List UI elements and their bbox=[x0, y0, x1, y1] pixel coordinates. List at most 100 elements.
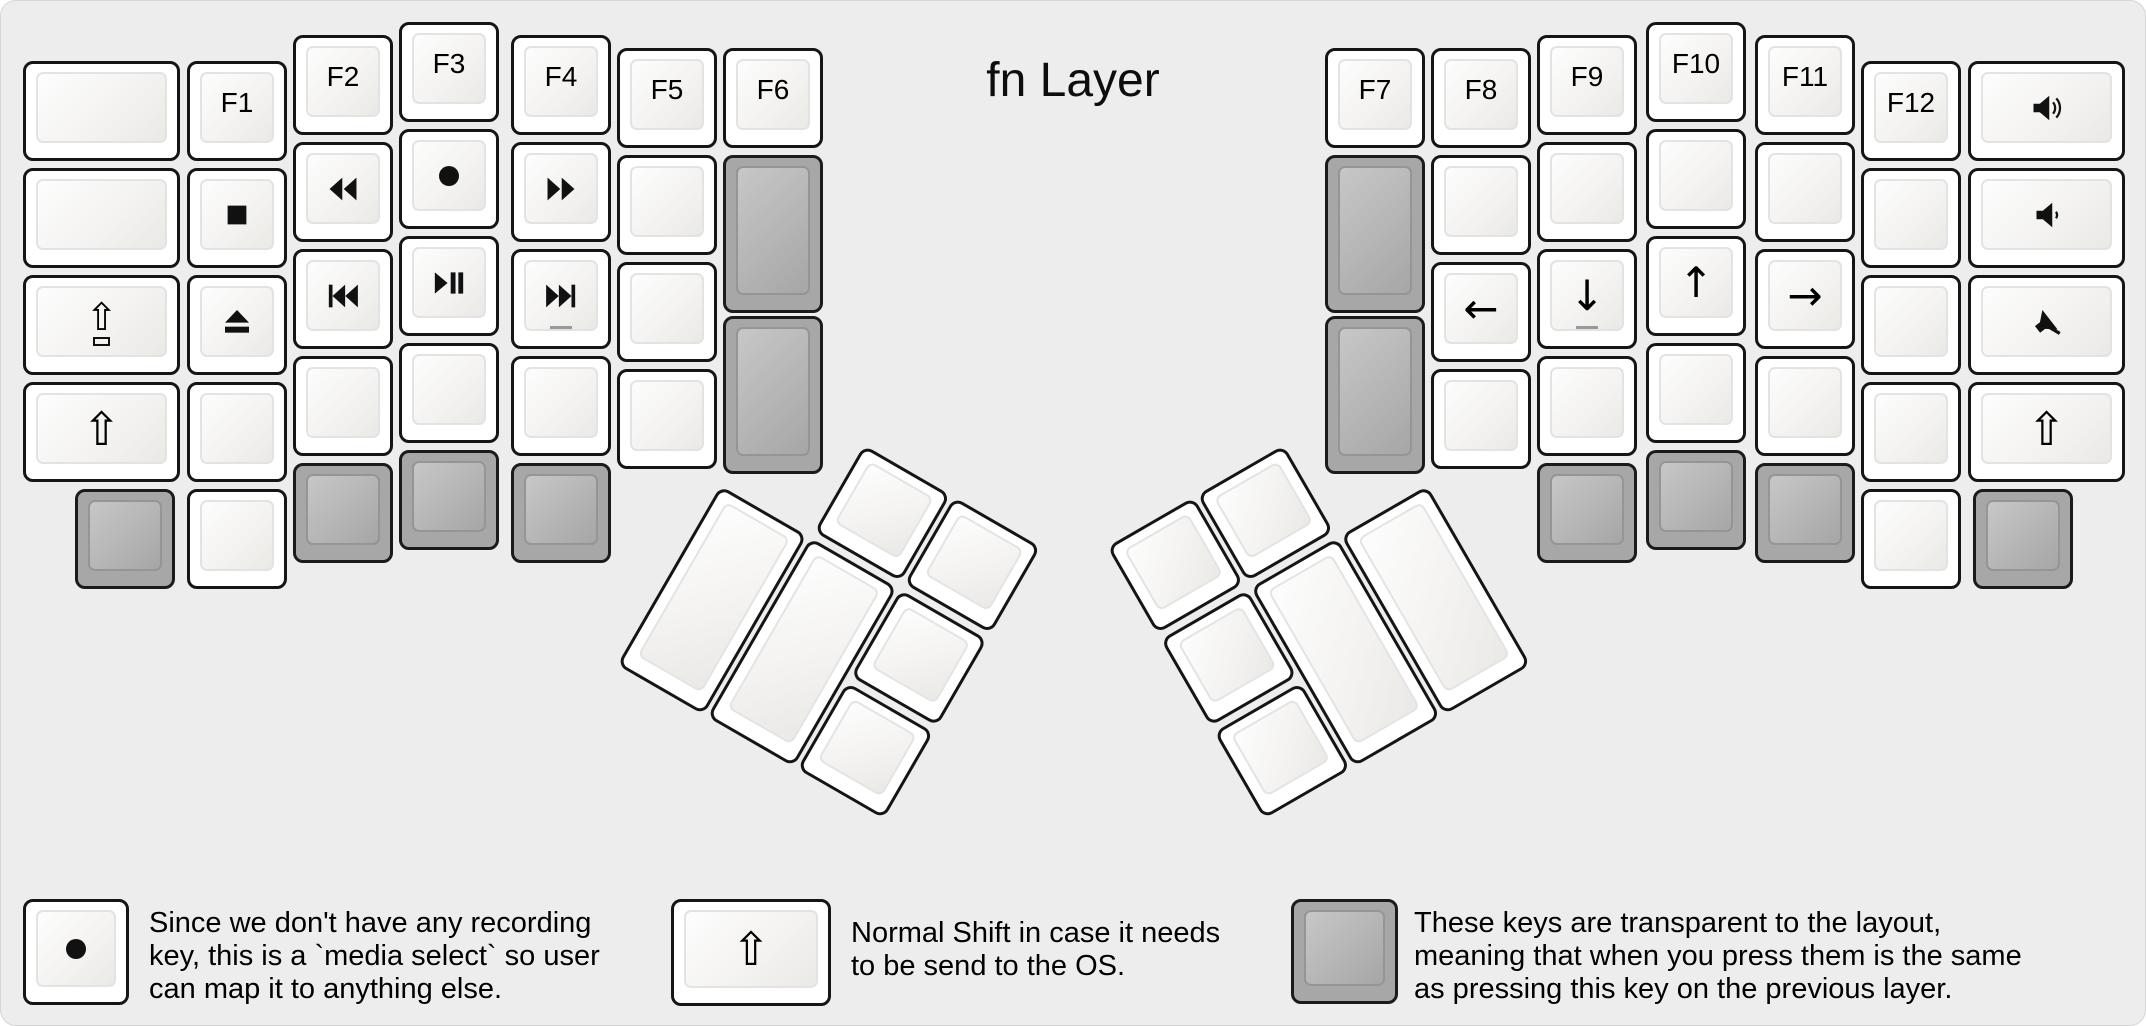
key-transparent[interactable] bbox=[1755, 463, 1855, 563]
key-volume-up[interactable] bbox=[1968, 61, 2125, 161]
key-transparent[interactable] bbox=[1973, 489, 2073, 589]
volup-icon bbox=[2029, 90, 2065, 126]
arrow-down-icon: ↓ bbox=[1569, 270, 1605, 320]
keycap bbox=[1874, 393, 1948, 464]
legend-record-key bbox=[23, 899, 129, 1005]
key-arrow-down[interactable]: ↓ bbox=[1537, 249, 1637, 349]
key-f7[interactable]: F7 bbox=[1325, 48, 1425, 148]
legend-line: key, this is a `media select` so user bbox=[149, 940, 600, 972]
shift-icon: ⇧ bbox=[2027, 401, 2066, 456]
key-blank[interactable] bbox=[187, 489, 287, 589]
key-blank[interactable] bbox=[1861, 382, 1961, 482]
key-transparent[interactable] bbox=[723, 155, 823, 313]
key-blank[interactable] bbox=[187, 382, 287, 482]
keycap bbox=[1874, 286, 1948, 357]
key-label: F10 bbox=[1671, 47, 1721, 79]
keycap bbox=[306, 474, 380, 545]
key-transparent[interactable] bbox=[399, 450, 499, 550]
keycap bbox=[412, 354, 486, 425]
key-transparent[interactable] bbox=[293, 463, 393, 563]
keycap bbox=[200, 179, 274, 250]
voldown-icon bbox=[2029, 197, 2065, 233]
key-transparent[interactable] bbox=[511, 463, 611, 563]
key-f3[interactable]: F3 bbox=[399, 22, 499, 122]
keycap bbox=[1304, 910, 1385, 986]
key-transparent[interactable] bbox=[75, 489, 175, 589]
key-blank[interactable] bbox=[617, 369, 717, 469]
key-transparent[interactable] bbox=[1646, 450, 1746, 550]
key-blank[interactable] bbox=[23, 168, 180, 268]
key-blank[interactable] bbox=[1646, 129, 1746, 229]
key-transparent[interactable] bbox=[723, 316, 823, 474]
legend-shift-key: ⇧ bbox=[671, 899, 831, 1006]
key-transparent[interactable] bbox=[1325, 316, 1425, 474]
key-blank[interactable] bbox=[1537, 356, 1637, 456]
eject-icon bbox=[221, 306, 253, 338]
key-blank[interactable] bbox=[1755, 356, 1855, 456]
keycap: ↓ bbox=[1550, 260, 1624, 331]
keycap: F3 bbox=[412, 33, 486, 104]
keycap: ⇧ bbox=[36, 286, 167, 357]
key-fast-forward[interactable] bbox=[511, 142, 611, 242]
key-blank[interactable] bbox=[617, 262, 717, 362]
key-f10[interactable]: F10 bbox=[1646, 22, 1746, 122]
key-transparent[interactable] bbox=[1537, 463, 1637, 563]
key-f8[interactable]: F8 bbox=[1431, 48, 1531, 148]
key-blank[interactable] bbox=[1646, 343, 1746, 443]
key-f5[interactable]: F5 bbox=[617, 48, 717, 148]
arrow-left-icon: ← bbox=[1463, 283, 1499, 333]
key-eject[interactable] bbox=[187, 275, 287, 375]
key-rewind[interactable] bbox=[293, 142, 393, 242]
keycap: F12 bbox=[1874, 72, 1948, 143]
key-volume-down[interactable] bbox=[1968, 168, 2125, 268]
key-blank[interactable] bbox=[1755, 142, 1855, 242]
keycap bbox=[1550, 153, 1624, 224]
key-f1[interactable]: F1 bbox=[187, 61, 287, 161]
key-f12[interactable]: F12 bbox=[1861, 61, 1961, 161]
keycap bbox=[1230, 698, 1331, 797]
layer-title: fn Layer bbox=[986, 54, 1160, 107]
legend-record-text: Since we don't have any recording key, t… bbox=[149, 907, 600, 1006]
key-blank[interactable] bbox=[293, 356, 393, 456]
key-blank[interactable] bbox=[617, 155, 717, 255]
keycap bbox=[1768, 153, 1842, 224]
key-shift-left[interactable]: ⇧ bbox=[23, 382, 180, 482]
key-blank[interactable] bbox=[1431, 155, 1531, 255]
stop-icon bbox=[222, 200, 252, 230]
key-blank[interactable] bbox=[23, 61, 180, 161]
key-f6[interactable]: F6 bbox=[723, 48, 823, 148]
keycap bbox=[1338, 327, 1412, 456]
key-arrow-up[interactable]: ↑ bbox=[1646, 236, 1746, 336]
key-f11[interactable]: F11 bbox=[1755, 35, 1855, 135]
key-f9[interactable]: F9 bbox=[1537, 35, 1637, 135]
shift-icon: ⇧ bbox=[731, 922, 771, 976]
key-play-pause[interactable] bbox=[399, 236, 499, 336]
key-shift-right[interactable]: ⇧ bbox=[1968, 382, 2125, 482]
key-label: F2 bbox=[326, 60, 360, 92]
key-arrow-right[interactable]: → bbox=[1755, 249, 1855, 349]
keycap bbox=[736, 166, 810, 295]
key-blank[interactable] bbox=[1861, 489, 1961, 589]
key-transparent[interactable] bbox=[1325, 155, 1425, 313]
key-blank[interactable] bbox=[1861, 168, 1961, 268]
key-blank[interactable] bbox=[399, 343, 499, 443]
key-blank[interactable] bbox=[1537, 142, 1637, 242]
key-next-track[interactable] bbox=[511, 249, 611, 349]
ffwd-icon bbox=[544, 172, 578, 206]
key-prev-track[interactable] bbox=[293, 249, 393, 349]
key-blank[interactable] bbox=[1861, 275, 1961, 375]
key-record[interactable] bbox=[399, 129, 499, 229]
key-arrow-left[interactable]: ← bbox=[1431, 262, 1531, 362]
key-caps-shift[interactable]: ⇧ bbox=[23, 275, 180, 375]
key-volume-mute[interactable] bbox=[1968, 275, 2125, 375]
keycap bbox=[1550, 474, 1624, 545]
key-blank[interactable] bbox=[1431, 369, 1531, 469]
keycap bbox=[524, 153, 598, 224]
key-f2[interactable]: F2 bbox=[293, 35, 393, 135]
keycap bbox=[200, 500, 274, 571]
key-label: F9 bbox=[1570, 60, 1604, 92]
key-blank[interactable] bbox=[511, 356, 611, 456]
key-stop[interactable] bbox=[187, 168, 287, 268]
key-f4[interactable]: F4 bbox=[511, 35, 611, 135]
keycap: → bbox=[1768, 260, 1842, 331]
